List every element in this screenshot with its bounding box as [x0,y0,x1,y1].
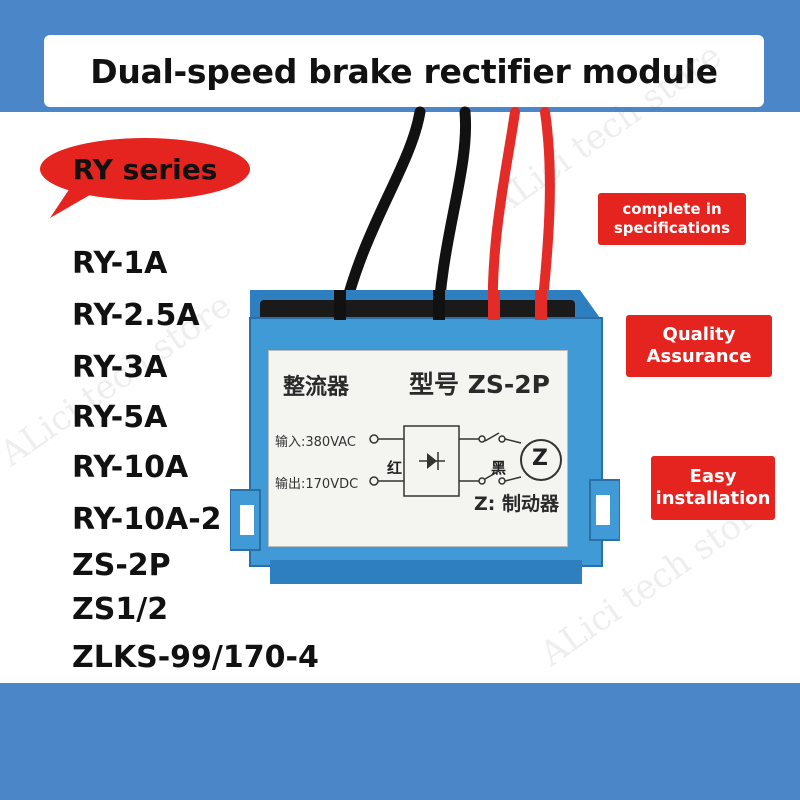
model-item: ZS1/2 [72,592,169,627]
tag-line: Quality [662,323,736,345]
model-item: ZLKS-99/170-4 [72,640,319,675]
bubble-tail [50,188,95,218]
tag-line: installation [655,488,771,509]
model-item: ZS-2P [72,548,171,583]
tag-line: Easy [689,465,737,487]
rectifier-module: 整流器 型号 ZS-2P 输入:380VAC 输出:170VDC 红 黑 [230,290,620,590]
label-model: 型号 ZS-2P [409,370,550,399]
label-black: 黑 [491,459,507,477]
label-red: 红 [387,459,403,477]
circuit-diagram [369,425,562,497]
page-title: Dual-speed brake rectifier module [90,51,718,91]
model-item: RY-10A [72,450,189,485]
tag-line: complete in [622,200,722,219]
tag-line: Assurance [646,346,752,367]
model-item: RY-5A [72,400,168,435]
model-item: RY-1A [72,246,168,281]
bottom-banner [0,683,800,800]
label-rectifier-name: 整流器 [283,374,350,400]
title-panel: Dual-speed brake rectifier module [44,35,764,107]
tag-line: specifications [613,219,731,237]
series-badge-label: RY series [72,152,218,186]
label-output: 输出:170VDC [275,477,359,492]
model-item: RY-2.5A [72,298,200,333]
series-badge: RY series [40,138,250,200]
brake-symbol: Z [532,446,548,471]
model-item: RY-3A [72,350,168,385]
model-item: RY-10A-2 [72,502,222,537]
label-legend: Z: 制动器 [474,493,559,515]
label-input: 输入:380VAC [275,435,356,450]
device-label: 整流器 型号 ZS-2P 输入:380VAC 输出:170VDC 红 黑 [268,350,568,547]
